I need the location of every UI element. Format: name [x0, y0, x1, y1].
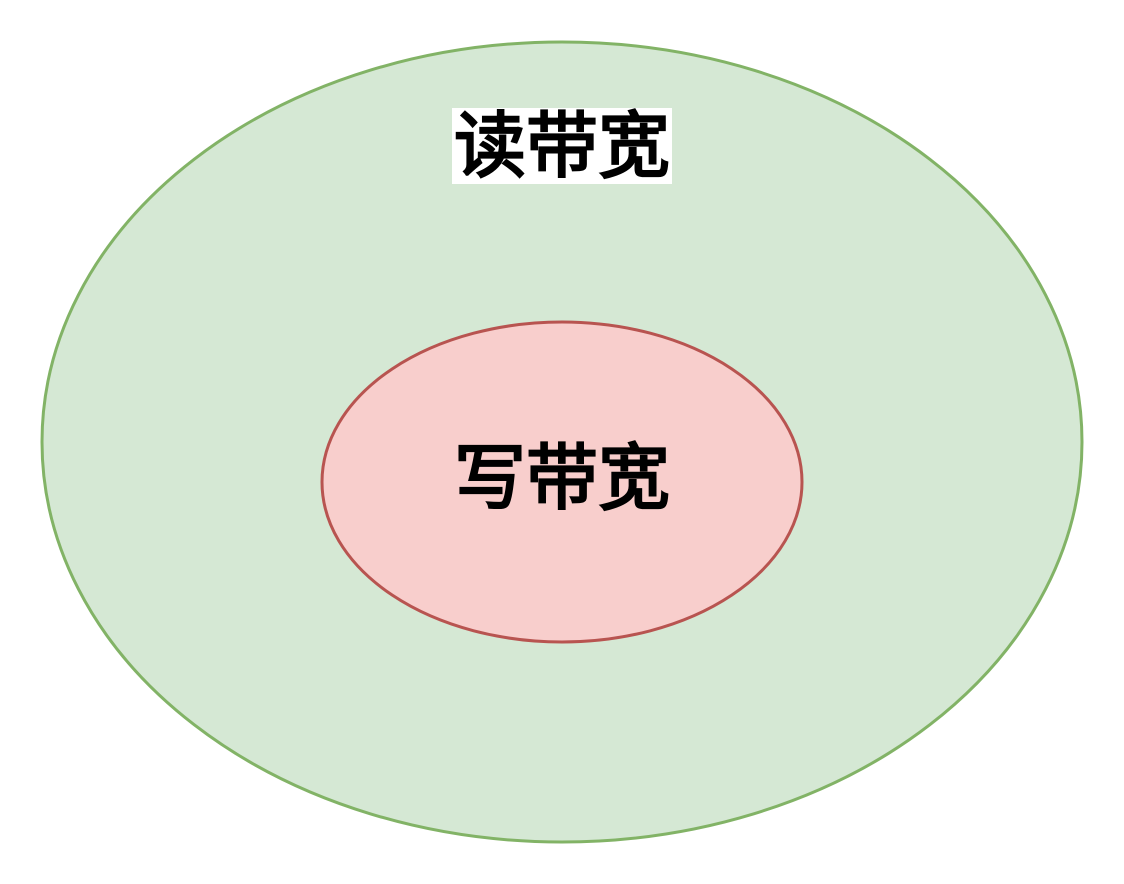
write-bandwidth-label: 写带宽: [453, 436, 671, 520]
write-bandwidth-ellipse: [320, 320, 804, 644]
read-bandwidth-label: 读带宽: [451, 104, 673, 188]
